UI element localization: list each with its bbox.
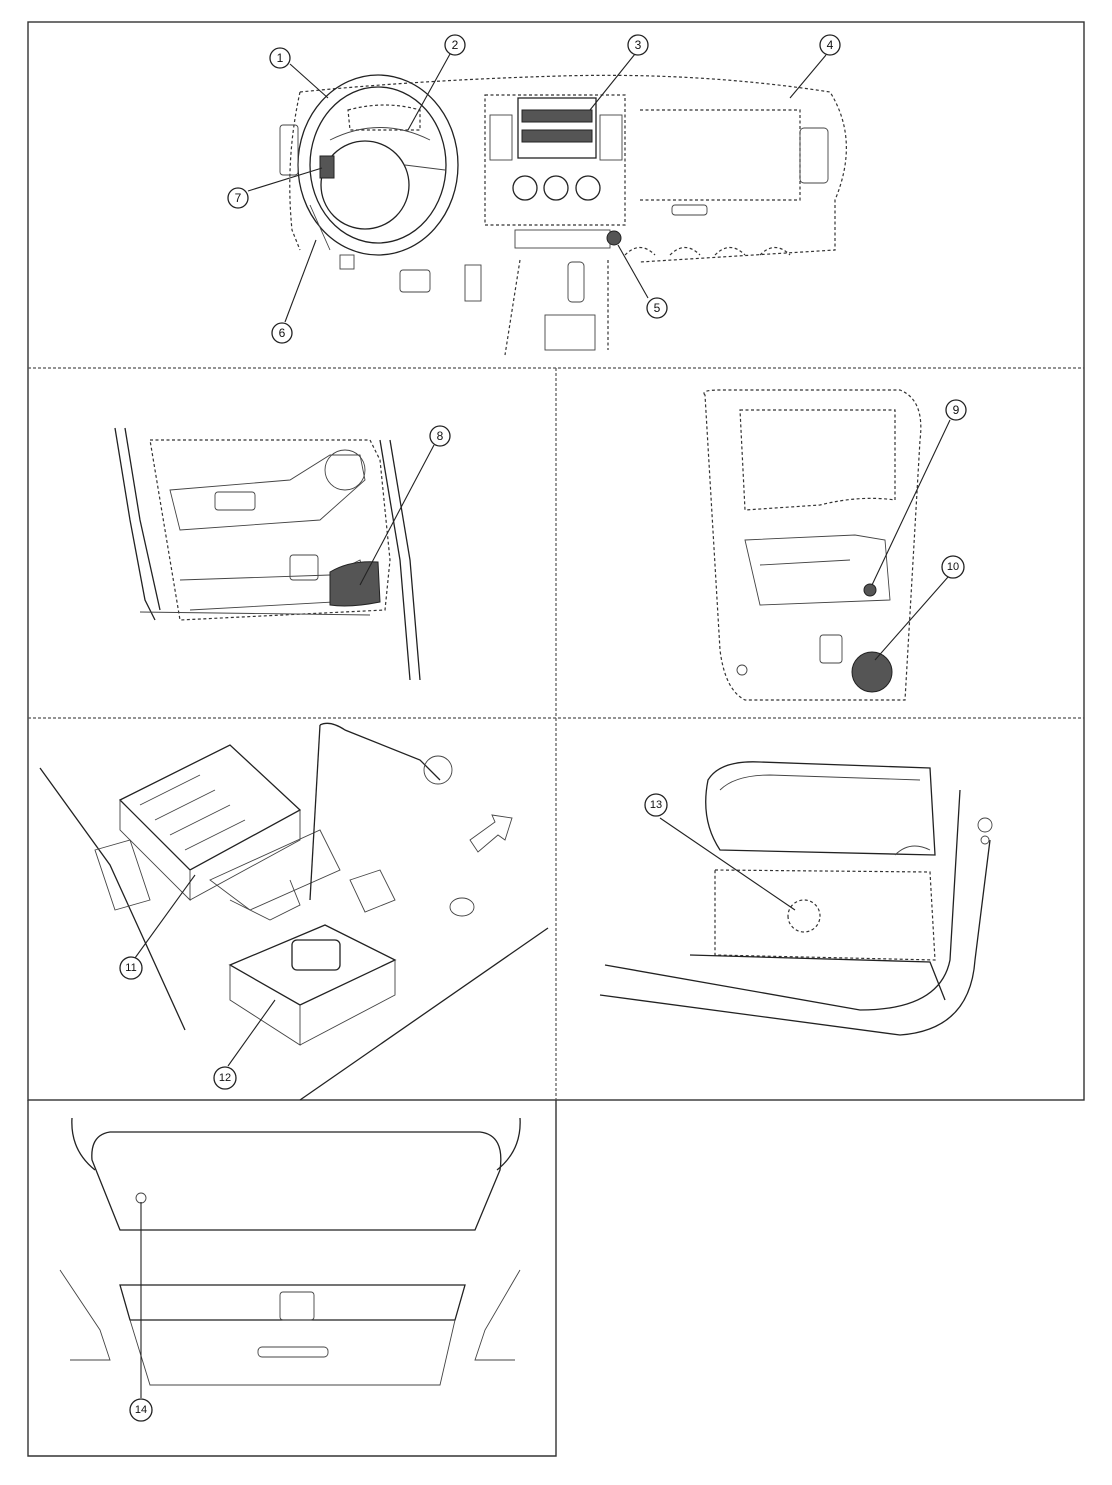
svg-text:4: 4 [827,38,834,52]
callout-6: 6 [271,322,293,344]
svg-text:5: 5 [654,301,661,315]
svg-text:12: 12 [219,1072,231,1084]
callout-12: 12 [213,1066,237,1090]
svg-text:10: 10 [947,561,959,573]
callout-11: 11 [119,956,143,980]
rear-door-speaker [851,651,893,693]
rear-door-switch [863,583,877,597]
direction-arrow [469,814,513,853]
callout-5: 5 [646,297,668,319]
svg-text:13: 13 [650,799,662,811]
callout-14: 14 [129,1398,153,1422]
center-stack [484,94,626,249]
svg-text:14: 14 [135,1404,147,1416]
panel-seat [599,761,993,1036]
panel-dashboard [279,74,847,356]
leader-lines [134,53,951,1398]
callout-9: 9 [945,399,967,421]
panel-map-lamp [59,1117,521,1386]
svg-text:9: 9 [953,403,960,417]
callout-2: 2 [444,34,466,56]
callout-10: 10 [941,555,965,579]
svg-text:6: 6 [279,326,286,340]
svg-text:3: 3 [635,38,642,52]
svg-text:2: 2 [452,38,459,52]
callout-4: 4 [819,34,841,56]
panel-frames [27,21,1085,1457]
callout-1: 1 [269,47,291,69]
panel-rear-door [703,389,922,701]
svg-text:8: 8 [437,429,444,443]
front-door-speaker [329,561,381,607]
svg-text:11: 11 [125,962,136,974]
svg-text:1: 1 [277,51,284,65]
callout-7: 7 [227,187,249,209]
lower-module [228,924,397,1046]
callout-8: 8 [429,425,451,447]
panel-front-door [114,427,421,681]
callout-13: 13 [644,793,668,817]
panel-module-area [39,722,549,1101]
svg-text:7: 7 [235,191,242,205]
upper-module [118,744,302,902]
callout-3: 3 [627,34,649,56]
